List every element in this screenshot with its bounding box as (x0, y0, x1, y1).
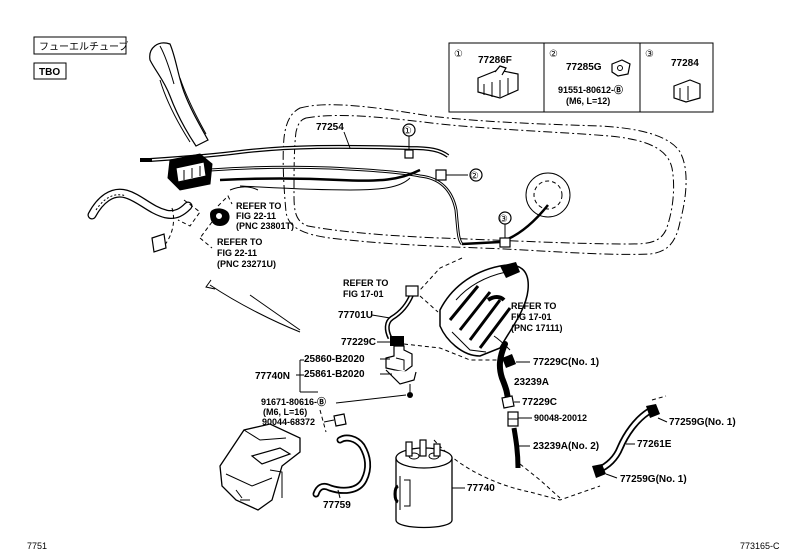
fitting-77229c-no1 (502, 354, 516, 368)
header-model-box: TBO (33, 62, 67, 80)
refer-23801t-line1: REFER TO (236, 201, 281, 211)
clamp-90044 (323, 413, 347, 427)
refer-23801t: REFER TO FIG 22-11 (PNC 23801T) (236, 201, 294, 231)
legend-num-2: ② (549, 49, 558, 60)
part-90044: 90044-68372 (262, 417, 315, 427)
refer-23271u-line3: (PNC 23271U) (217, 259, 276, 269)
part-23239a: 23239A (514, 377, 549, 388)
footer-left-code: 7751 (27, 541, 47, 551)
callout-1-label: ① (403, 126, 412, 137)
hose-77701u (384, 285, 419, 340)
clip-77285g-icon (611, 59, 631, 77)
hose-77759 (312, 434, 372, 498)
hose-77261e (594, 395, 667, 474)
direction-arrow (205, 279, 301, 333)
refer-23801t-line3: (PNC 23801T) (236, 221, 294, 231)
part-77261e: 77261E (637, 439, 672, 450)
part-77759: 77759 (323, 500, 351, 511)
part-77229c-a: 77229C (341, 337, 376, 348)
callout-3: ③ (498, 211, 512, 248)
header-model-code: TBO (39, 67, 60, 78)
refer-23271u-line2: FIG 22-11 (217, 248, 257, 258)
hose-23239a-no2 (511, 427, 521, 469)
part-77740n: 77740N (255, 371, 290, 382)
hose-23239a (496, 341, 511, 405)
part-77229c-no1: 77229C(No. 1) (533, 357, 599, 368)
grommet-23801t (199, 195, 233, 239)
part-23239a-no2: 23239A(No. 2) (533, 441, 599, 452)
part-77254: 77254 (316, 122, 344, 133)
legend-part-2: 77285G (566, 62, 602, 73)
refer-fig17-line1: REFER TO (343, 278, 388, 288)
fuel-tank-outline (282, 104, 687, 255)
part-91671-sub: (M6, L=16) (263, 407, 307, 417)
part-25861: 25861-B2020 (304, 369, 365, 380)
refer-fig17-line2: FIG 17-01 (343, 289, 384, 299)
legend-part-3: 77284 (671, 58, 699, 69)
part-77259g-top: 77259G(No. 1) (669, 417, 736, 428)
part-25860: 25860-B2020 (304, 354, 365, 365)
refer-17111: REFER TO FIG 17-01 (PNC 17111) (511, 301, 563, 333)
refer-17111-line3: (PNC 17111) (511, 323, 563, 333)
callout-3-label: ③ (499, 214, 508, 225)
clip-77286f-icon (477, 65, 519, 99)
legend-sub2-2: (M6, L=12) (566, 96, 610, 106)
refer-23271u-line1: REFER TO (217, 237, 262, 247)
filler-valve-block (167, 153, 213, 191)
filler-neck (149, 42, 209, 147)
legend-sub-2: 91551-80612-Ⓑ (558, 84, 623, 95)
clip-77284-icon (673, 79, 701, 103)
header-japanese-box: フューエルチューブ (33, 36, 128, 55)
clamp-77259g-top (646, 404, 660, 418)
vsv-valve (385, 336, 417, 398)
legend-part-1: 77286F (478, 55, 512, 66)
fitting-77229c-b (501, 395, 515, 409)
legend-num-1: ① (454, 49, 463, 60)
clamp-77259g-bottom (592, 464, 606, 478)
charcoal-canister (393, 439, 453, 529)
refer-23801t-line2: FIG 22-11 (236, 211, 276, 221)
refer-23271u: REFER TO FIG 22-11 (PNC 23271U) (199, 237, 276, 269)
part-91671: 91671-80616-Ⓑ (261, 396, 326, 407)
callout-2: ② (435, 168, 483, 182)
footer-right-code: 773165-C (740, 541, 780, 551)
legend-box: ① 77286F ② 77285G 91551-80612-Ⓑ (M6, L=1… (448, 42, 714, 113)
callout-2-label: ② (470, 171, 479, 182)
breather-hose-left (87, 188, 201, 253)
callout-1: ① (402, 123, 416, 159)
refer-17111-line1: REFER TO (511, 301, 556, 311)
part-77229c-b: 77229C (522, 397, 557, 408)
fuel-pipe-77254 (140, 144, 549, 246)
bracket-lines-77740n (296, 358, 392, 393)
part-77259g-bottom: 77259G(No. 1) (620, 474, 687, 485)
part-90048: 90048-20012 (534, 413, 587, 423)
legend-num-3: ③ (645, 49, 654, 60)
canister-bracket (219, 423, 301, 511)
header-japanese-label: フューエルチューブ (39, 40, 128, 53)
intake-manifold (439, 262, 529, 357)
part-77740: 77740 (467, 483, 495, 494)
part-77701u: 77701U (338, 310, 373, 321)
refer-fig17: REFER TO FIG 17-01 (343, 278, 388, 299)
union-90048 (507, 411, 519, 427)
refer-17111-line2: FIG 17-01 (511, 312, 552, 322)
